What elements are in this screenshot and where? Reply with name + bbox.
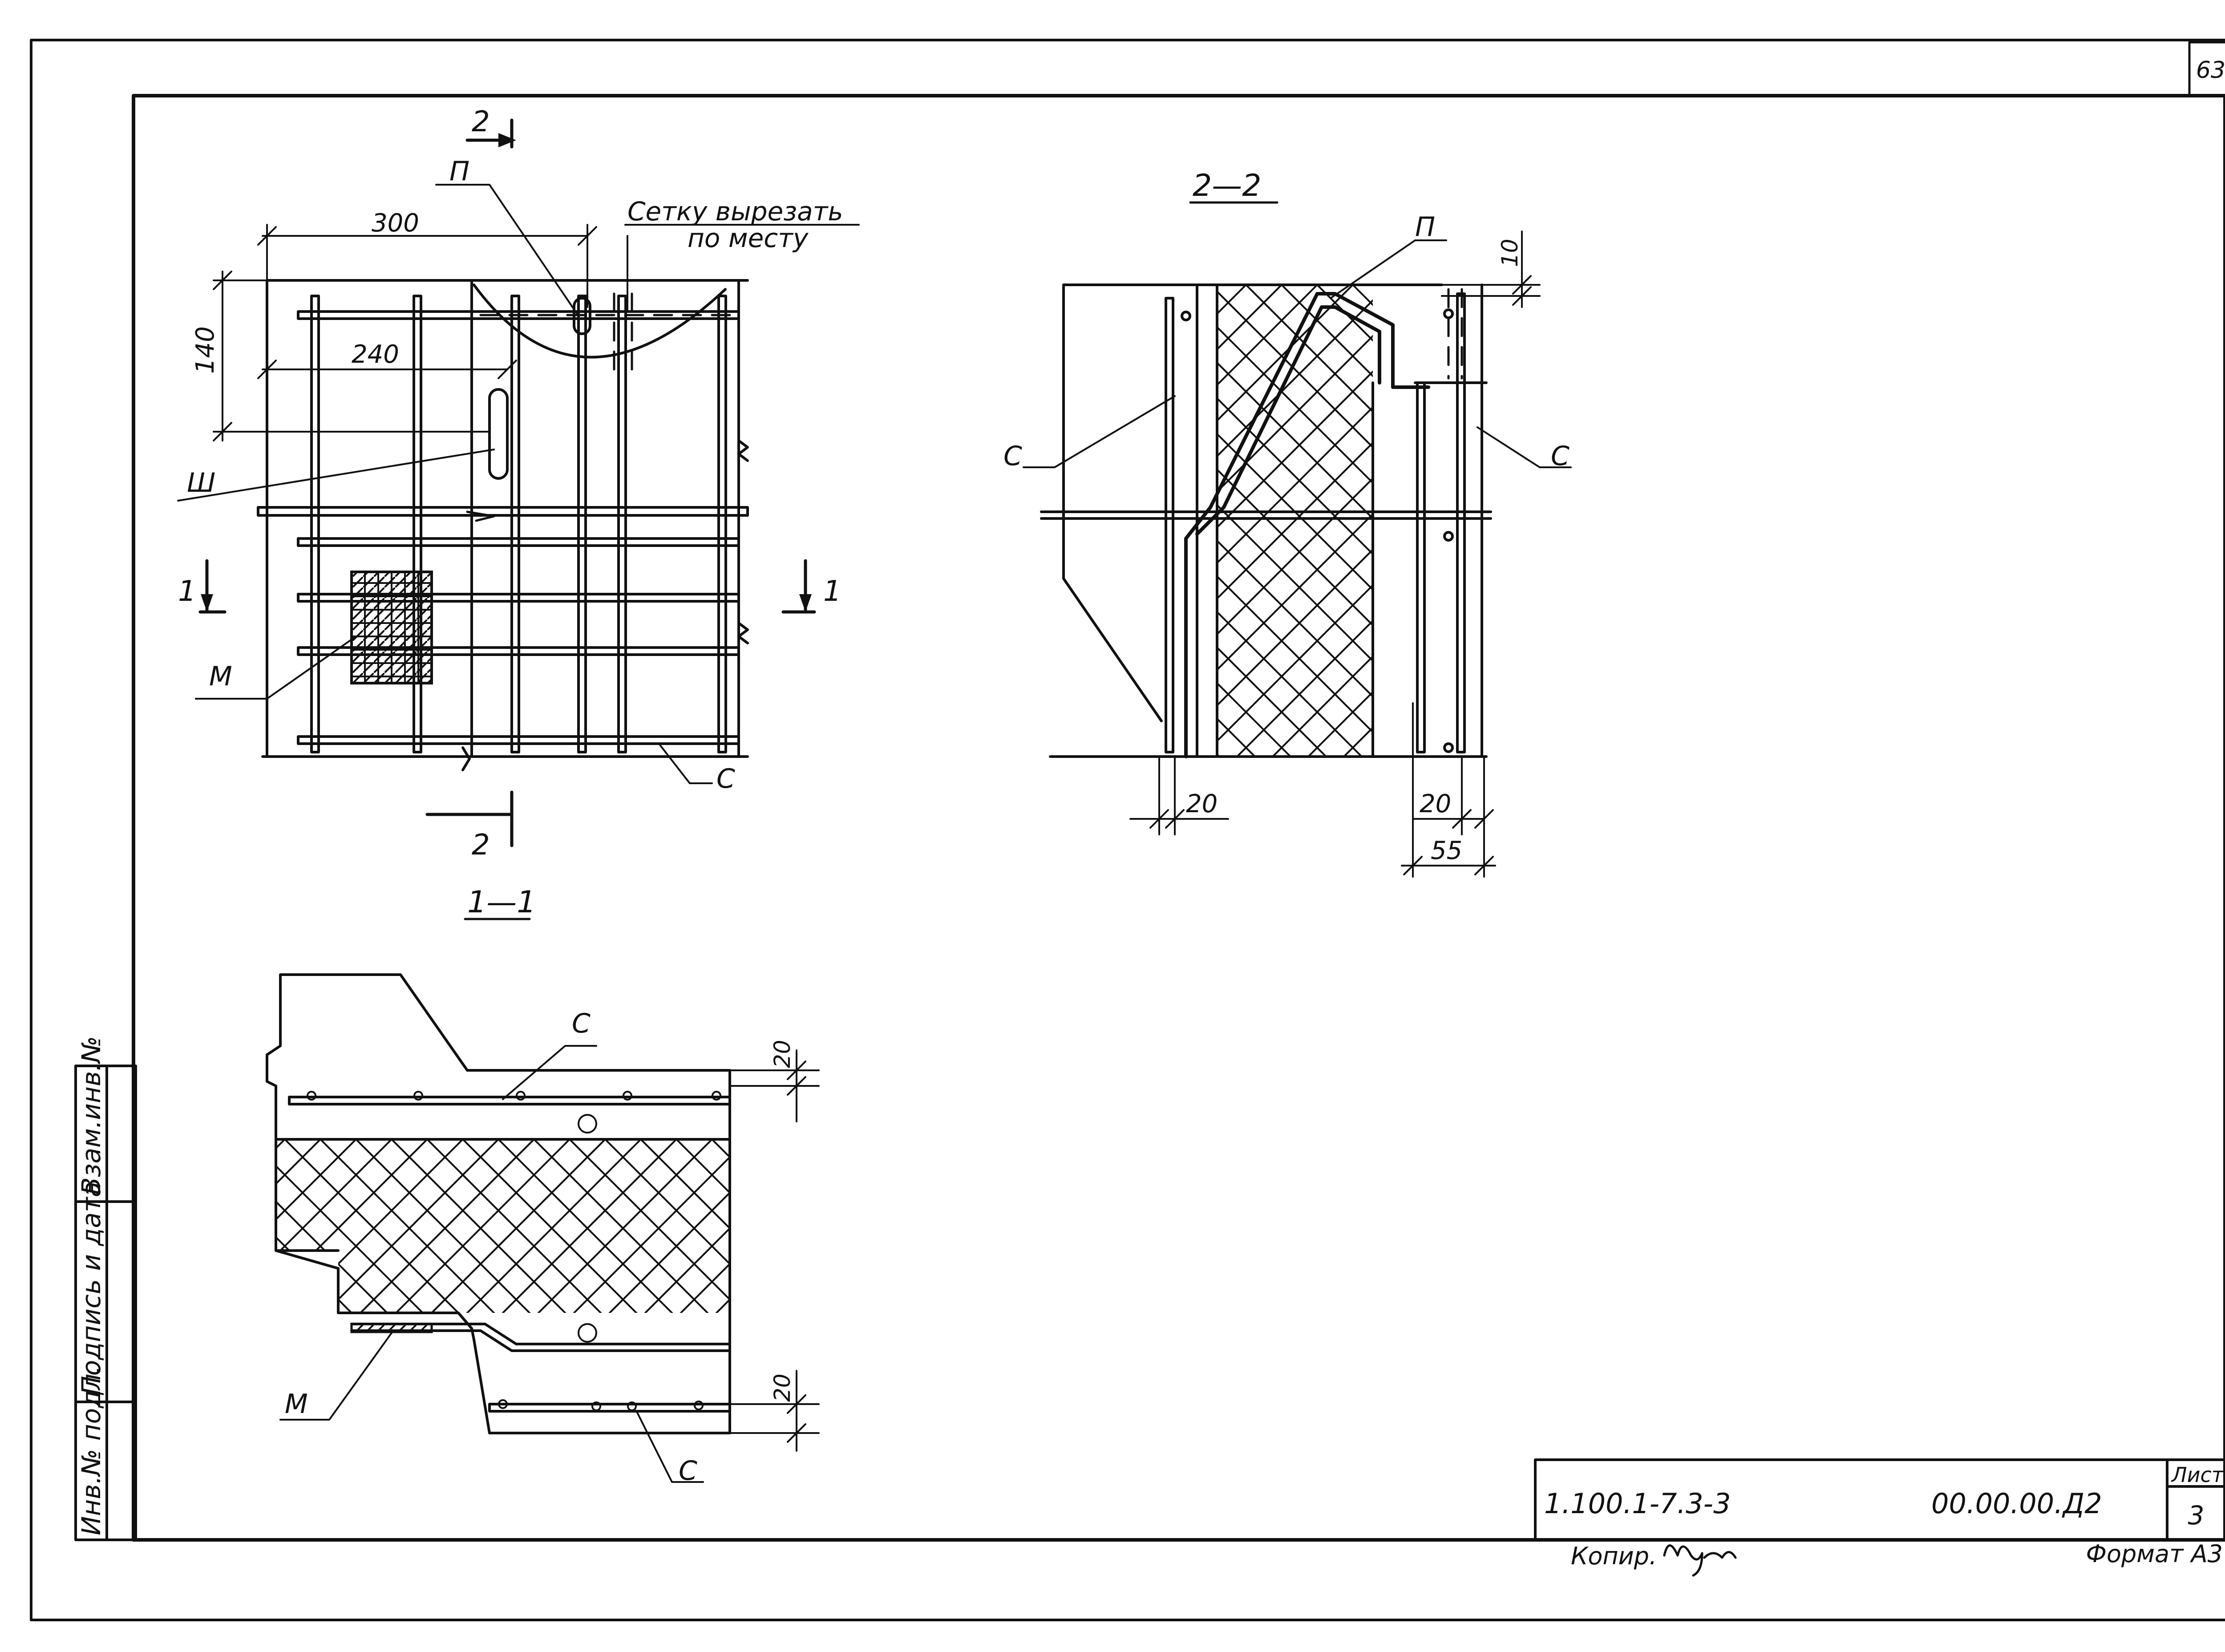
slot-Sh — [488, 388, 509, 480]
dim-10: 10 — [1497, 239, 1523, 267]
label-S-top: С — [572, 1008, 591, 1039]
label-P: П — [1415, 211, 1435, 243]
cut2-bottom: 2 — [472, 829, 490, 862]
dim-20-left: 20 — [1186, 790, 1218, 818]
label-M: М — [285, 1389, 308, 1420]
label-S-bottom: С — [679, 1455, 697, 1486]
drawing-code: 00.00.00.Д2 — [1931, 1487, 2102, 1520]
dim-55: 55 — [1431, 836, 1462, 865]
plan-view: 300 240 140 П Сетку вырезать по месту Ш … — [177, 105, 860, 862]
sheet-number: 3 — [2188, 1500, 2205, 1531]
label-P: П — [449, 156, 469, 187]
section-2-2: 2—2 — [1003, 168, 1572, 878]
side-stamp-col1: Инв.№ подл. — [76, 1365, 106, 1535]
dim-20-right: 20 — [1420, 790, 1451, 818]
sheet-frame — [30, 39, 2225, 1621]
note-line1: Сетку вырезать — [627, 196, 843, 227]
cut1-left: 1 — [178, 575, 196, 608]
note-line2: по месту — [688, 223, 809, 253]
page-number: 63 — [2196, 57, 2225, 84]
arrow — [799, 594, 812, 612]
dim-20-bottom: 20 — [769, 1373, 795, 1402]
insulation-hatch — [276, 1139, 730, 1251]
label-S-left: С — [1003, 441, 1022, 472]
break-mark — [466, 510, 495, 522]
sheet-label: Лист — [2171, 1463, 2224, 1487]
dim-300: 300 — [372, 209, 419, 238]
loop-P — [573, 297, 591, 335]
copied-by: Копир. — [1571, 1542, 1657, 1570]
format-label: Формат А3 — [2086, 1540, 2223, 1568]
signature — [1663, 1544, 1737, 1577]
cut2-top: 2 — [472, 105, 490, 138]
label-S: С — [716, 763, 735, 794]
label-M: М — [209, 661, 232, 692]
cutout-arc — [473, 283, 727, 359]
plan-horizontal-bars — [257, 310, 749, 745]
dim-240: 240 — [352, 340, 399, 369]
side-stamp — [74, 1065, 137, 1541]
dim-20-top: 20 — [769, 1040, 795, 1068]
side-stamp-col3: Взам.инв.№ — [76, 1036, 106, 1195]
label-S-right: С — [1551, 441, 1570, 472]
arrow — [201, 594, 213, 612]
arrow — [498, 133, 516, 147]
section-2-2-title: 2—2 — [1193, 168, 1262, 203]
side-stamp-col2: Подпись и дата — [76, 1182, 106, 1395]
insulation-hatch — [1217, 285, 1373, 757]
section-1-1: 1—1 — [266, 885, 820, 1486]
plan-outline — [261, 279, 749, 771]
plan-dimensions — [213, 224, 597, 441]
cut1-right: 1 — [823, 575, 841, 608]
title-block — [1534, 1458, 2225, 1541]
plan-vertical-bars — [310, 295, 727, 753]
section-1-1-title: 1—1 — [467, 885, 536, 920]
dim-140: 140 — [191, 326, 220, 374]
mesh-M — [350, 571, 433, 684]
label-Sh: Ш — [187, 467, 215, 498]
designation: 1.100.1-7.3-3 — [1544, 1487, 1731, 1520]
plan-leaders — [177, 184, 713, 784]
